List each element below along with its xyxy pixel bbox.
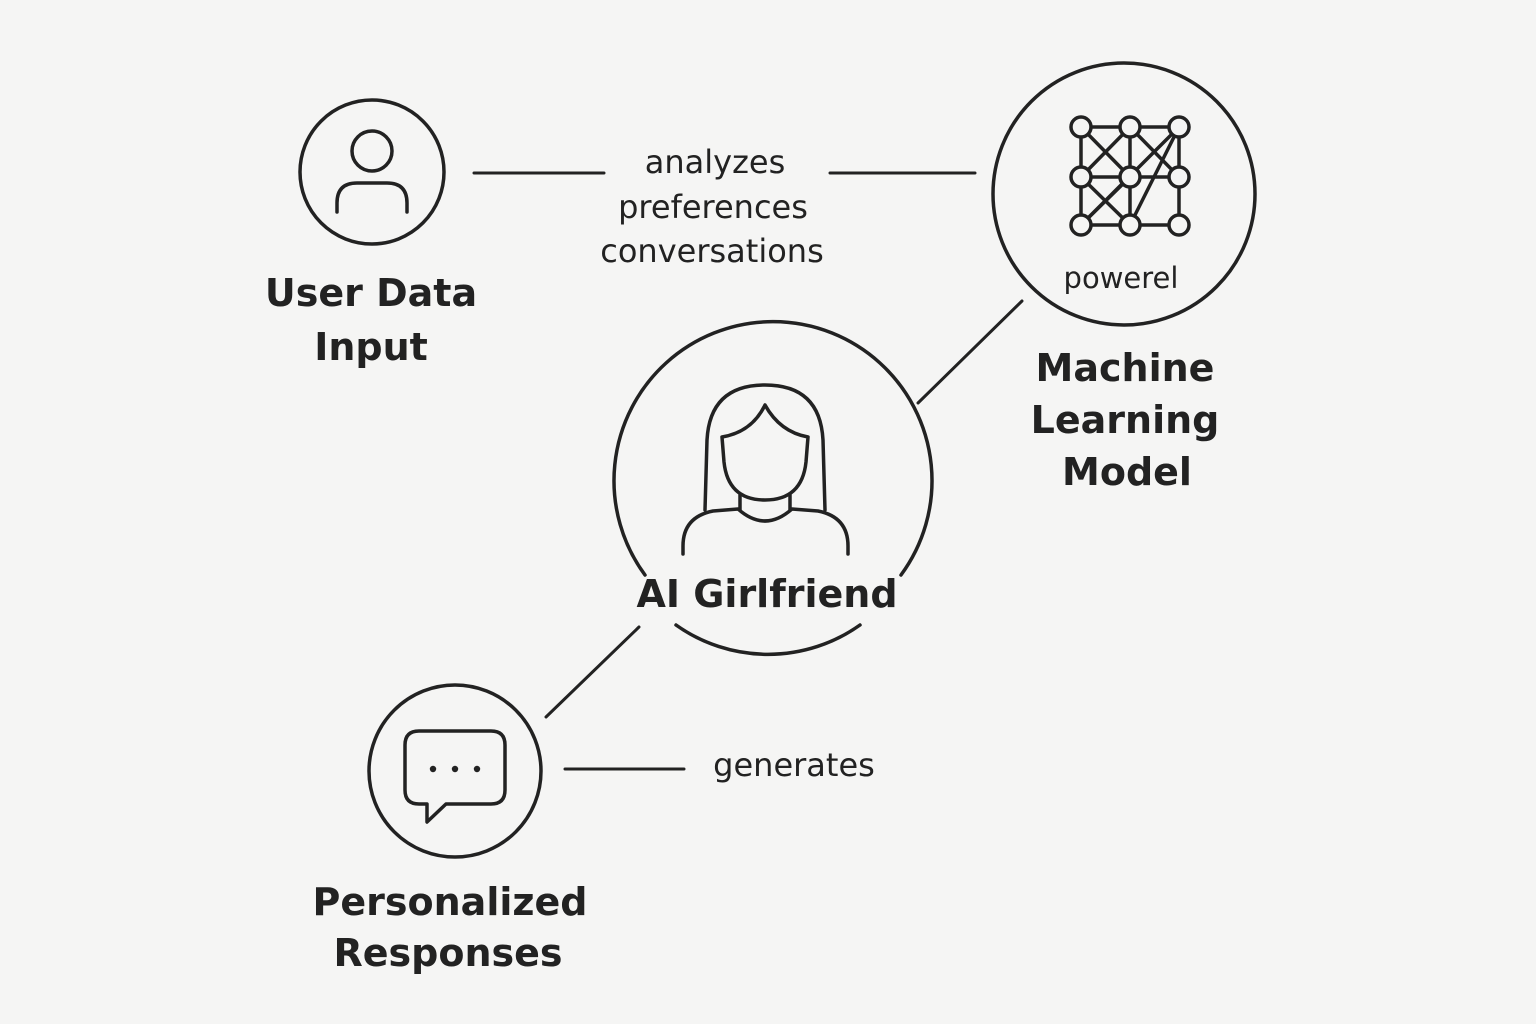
connector-ai-responses <box>544 625 641 719</box>
edge-label-analyzes: analyzes <box>645 143 785 181</box>
edge-label-generates: generates <box>713 746 875 784</box>
connector-ml-ai <box>916 299 1024 405</box>
ml-node-circle <box>991 61 1257 327</box>
ml-node-label-line2: Learning <box>1031 398 1220 442</box>
ml-node-label-line3: Model <box>1062 450 1192 494</box>
neural-network-icon <box>1069 115 1191 237</box>
user-icon <box>335 129 409 214</box>
responses-node-label-line2: Responses <box>333 931 562 975</box>
woman-avatar-icon <box>681 383 850 556</box>
node-personalized-responses: Personalized Responses <box>313 683 588 975</box>
ai-node-label: AI Girlfriend <box>636 572 897 616</box>
ai-node-arc-lower <box>674 623 862 656</box>
ml-node-label-line1: Machine <box>1036 346 1215 390</box>
user-node-label-line2: Input <box>314 325 428 369</box>
user-node-label-line1: User Data <box>265 271 477 315</box>
ml-node-inner-text: powerel <box>1064 261 1179 295</box>
node-machine-learning-model: powerel Machine Learning Model <box>991 61 1257 494</box>
responses-node-circle <box>367 683 543 859</box>
responses-node-label-line1: Personalized <box>313 880 588 924</box>
node-user-data-input: User Data Input <box>265 98 477 369</box>
user-node-circle <box>298 98 446 246</box>
edge-label-preferences: preferences <box>618 188 808 226</box>
edge-label-conversations: conversations <box>600 232 823 270</box>
chat-bubble-icon <box>403 729 507 824</box>
node-ai-girlfriend: AI Girlfriend <box>612 320 934 656</box>
ai-node-arc-upper <box>612 320 934 577</box>
